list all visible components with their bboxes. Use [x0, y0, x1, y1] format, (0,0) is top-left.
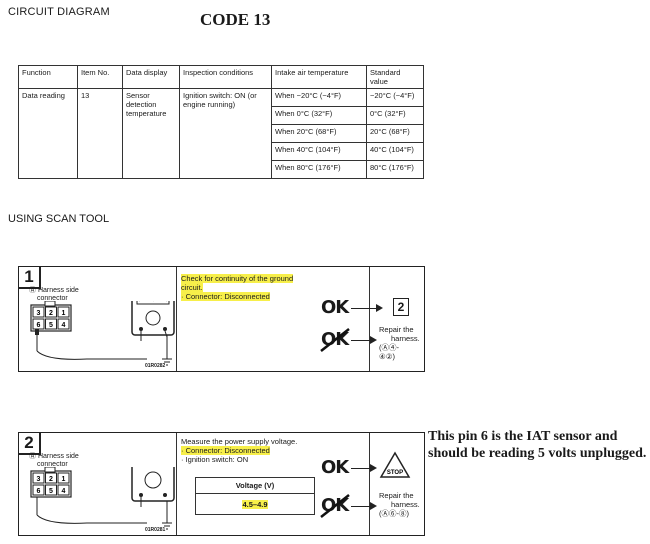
- instruction-line: · Connector: Disconnected: [181, 292, 270, 301]
- table-row: Data reading 13 Sensor detection tempera…: [18, 88, 424, 179]
- cell-standard: −20°C (−4°F): [366, 88, 424, 107]
- pin-4: 4: [62, 488, 66, 495]
- repair-line: ④②): [379, 352, 395, 361]
- step-1-number: 1: [19, 267, 41, 289]
- cell-data-display: Sensor detection temperature: [122, 88, 180, 179]
- instruction-line: · Connector: Disconnected: [181, 446, 270, 455]
- repair-line: Repair the: [379, 491, 414, 500]
- step-1-figure-code: 01R0282: [145, 363, 166, 369]
- header-standard-value: Standard value: [366, 65, 424, 89]
- connector-label-line: connector: [37, 295, 68, 302]
- cell-intake: When 40°C (104°F): [271, 142, 367, 161]
- repair-line: harness.: [391, 334, 420, 343]
- pin-3: 3: [37, 310, 41, 317]
- voltage-value: 4.5–4.9: [242, 499, 268, 509]
- spec-table: Function Item No. Data display Inspectio…: [18, 65, 424, 179]
- cell-intake: When 20°C (68°F): [271, 124, 367, 143]
- instruction-line: circuit.: [181, 283, 203, 292]
- cell-intake: When 0°C (32°F): [271, 106, 367, 125]
- step-2-repair-text: Repair the harness. (Ⓐ⑥-⑧): [379, 491, 423, 518]
- connector-label-line: Ⓐ Harness side: [29, 453, 79, 460]
- repair-line: (Ⓐ⑥-⑧): [379, 509, 409, 518]
- spec-header-row: Function Item No. Data display Inspectio…: [18, 65, 424, 89]
- header-intake-temp: Intake air temperature: [271, 65, 367, 89]
- table-row: When 80°C (176°F) 80°C (176°F): [19, 160, 424, 179]
- pin-4: 4: [62, 322, 66, 329]
- repair-line: Repair the: [379, 325, 414, 334]
- ng-icon: OK: [320, 494, 350, 518]
- table-row: When 0°C (32°F) 0°C (32°F): [19, 106, 424, 125]
- pin-2: 2: [49, 310, 53, 317]
- instruction-line: Measure the power supply voltage.: [181, 437, 298, 446]
- stop-icon: STOP: [379, 451, 411, 478]
- cell-function: Data reading: [18, 88, 78, 179]
- annotation-note: This pin 6 is the IAT sensor and should …: [428, 429, 647, 461]
- cell-item-no: 13: [77, 88, 123, 179]
- instruction-line: · Ignition switch: ON: [181, 455, 249, 464]
- ng-icon: OK: [320, 328, 350, 352]
- step-2-number: 2: [19, 433, 41, 455]
- voltage-header: Voltage (V): [195, 477, 315, 494]
- pin-5: 5: [49, 322, 53, 329]
- strike-icon: [320, 328, 350, 352]
- ok-icon: OK: [321, 297, 349, 318]
- stop-label: STOP: [387, 470, 403, 476]
- step-2-connector-label: Ⓐ Harness side connector: [29, 453, 79, 469]
- repair-line: (Ⓐ④-: [379, 343, 399, 352]
- cell-standard: 0°C (32°F): [366, 106, 424, 125]
- step-1-meter-diagram: 3 2 1 6 5 4: [30, 301, 175, 366]
- code-title: CODE 13: [200, 10, 271, 29]
- step-1-box: 1 Ⓐ Harness side connector 3 2 1 6 5 4 0: [18, 266, 425, 372]
- cell-inspection: Ignition switch: ON (or engine running): [179, 88, 272, 179]
- pin-6: 6: [37, 322, 41, 329]
- table-row: When 20°C (68°F) 20°C (68°F): [19, 124, 424, 143]
- step-2-figure-code: 01R0281: [145, 527, 166, 533]
- arrow-right-icon: [351, 304, 383, 312]
- cell-standard: 80°C (176°F): [366, 160, 424, 179]
- instruction-line: Check for continuity of the ground: [181, 274, 294, 283]
- circuit-diagram-heading: CIRCUIT DIAGRAM: [8, 6, 110, 18]
- header-data-display: Data display: [122, 65, 180, 89]
- step-1-connector-label: Ⓐ Harness side connector: [29, 287, 79, 303]
- header-function: Function: [18, 65, 78, 89]
- next-step-box: 2: [393, 298, 409, 316]
- header-inspection: Inspection conditions: [179, 65, 272, 89]
- pin-1: 1: [62, 310, 66, 317]
- pin-5: 5: [49, 488, 53, 495]
- cell-intake: When −20°C (−4°F): [271, 88, 367, 107]
- voltage-value-cell: 4.5–4.9: [195, 493, 315, 515]
- repair-line: harness.: [391, 500, 420, 509]
- ok-icon: OK: [321, 457, 349, 478]
- cell-intake: When 80°C (176°F): [271, 160, 367, 179]
- scan-tool-heading: USING SCAN TOOL: [8, 213, 110, 225]
- pin-3: 3: [37, 476, 41, 483]
- step-2-box: 2 Ⓐ Harness side connector 3 2 1 6 5 4 0…: [18, 432, 425, 536]
- cell-standard: 20°C (68°F): [366, 124, 424, 143]
- arrow-right-icon: [351, 464, 377, 472]
- cell-standard: 40°C (104°F): [366, 142, 424, 161]
- pin-6: 6: [37, 488, 41, 495]
- pin-2: 2: [49, 476, 53, 483]
- strike-icon: [320, 494, 350, 518]
- connector-label-line: Ⓐ Harness side: [29, 287, 79, 294]
- step-1-instructions: Check for continuity of the ground circu…: [181, 274, 311, 301]
- connector-label-line: connector: [37, 461, 68, 468]
- arrow-right-icon: [351, 502, 377, 510]
- step-1-repair-text: Repair the harness. (Ⓐ④- ④②): [379, 325, 423, 361]
- arrow-right-icon: [351, 336, 377, 344]
- step-2-meter-diagram: 3 2 1 6 5 4: [30, 467, 175, 530]
- voltage-table: Voltage (V) 4.5–4.9: [195, 477, 315, 515]
- pin-1: 1: [62, 476, 66, 483]
- step-2-instructions: Measure the power supply voltage. · Conn…: [181, 437, 341, 464]
- header-item-no: Item No.: [77, 65, 123, 89]
